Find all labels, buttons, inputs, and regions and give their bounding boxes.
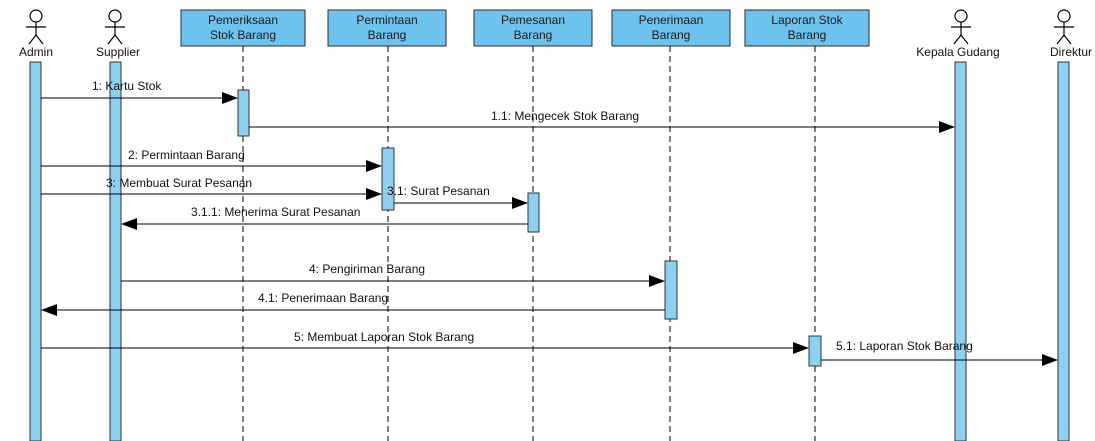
activation-pemeriksaan [237,89,250,137]
message-3-label: 3: Membuat Surat Pesanan [106,176,252,190]
activation-laporan [808,335,822,367]
actor-supplier-stick-figure-icon [105,9,125,45]
object-penerimaan-label-line2: Barang [652,28,691,42]
object-laporan-label-line1: Laporan Stok [771,13,843,27]
object-pemesanan-barang: Pemesanan Barang [473,9,593,441]
message-3-1-1-menerima-surat-pesanan: 3.1.1: Menerima Surat Pesanan [121,205,528,230]
object-permintaan-label-line1: Permintaan [356,13,417,27]
message-3-1-1-label: 3.1.1: Menerima Surat Pesanan [191,205,360,219]
message-5-1-laporan-stok-barang: 5.1: Laporan Stok Barang [821,339,1058,366]
message-4-arrowhead-icon [649,275,665,287]
message-2-permintaan-barang: 2: Permintaan Barang [41,148,382,172]
object-penerimaan-box [611,9,731,47]
message-3-1-arrowhead-icon [512,197,528,209]
actor-supplier: Supplier [96,9,140,441]
actor-kepala-gudang-stick-figure-icon [951,9,971,45]
actor-admin-label: Admin [19,45,53,59]
message-3-1-label: 3.1: Surat Pesanan [387,184,490,198]
actor-admin-stick-figure-icon [26,9,46,45]
message-4-label: 4: Pengiriman Barang [309,262,425,276]
message-1-kartu-stok: 1: Kartu Stok [41,79,238,104]
message-5-arrowhead-icon [793,342,809,354]
object-penerimaan-label-line1: Penerimaan [639,13,704,27]
actor-kepala-gudang-lifeline [954,61,967,441]
message-2-label: 2: Permintaan Barang [128,148,245,162]
object-pemeriksaan-label-line2: Stok Barang [210,28,276,42]
message-5-membuat-laporan-stok-barang: 5: Membuat Laporan Stok Barang [41,330,809,354]
object-laporan-label-line2: Barang [788,28,827,42]
object-laporan-stok-barang: Laporan Stok Barang [744,9,870,441]
object-laporan-box [744,9,870,47]
message-3-1-1-arrowhead-icon [121,218,137,230]
message-1-label: 1: Kartu Stok [92,79,162,93]
actor-kepala-gudang: Kepala Gudang [916,9,1000,441]
actor-kepala-gudang-label: Kepala Gudang [916,45,999,59]
activation-permintaan [381,147,395,211]
message-1-1-label: 1.1: Mengecek Stok Barang [491,109,639,123]
message-4-1-label: 4.1: Penerimaan Barang [258,291,388,305]
message-3-1-surat-pesanan: 3.1: Surat Pesanan [387,184,528,209]
activation-penerimaan [664,260,678,320]
actor-direktur-stick-figure-icon [1054,9,1074,45]
message-5-1-arrowhead-icon [1042,354,1058,366]
actor-direktur: Direktur [1050,9,1092,441]
message-1-1-mengecek-stok-barang: 1.1: Mengecek Stok Barang [249,109,955,133]
message-4-1-arrowhead-icon [41,304,57,316]
actor-admin: Admin [19,9,53,441]
object-permintaan-label-line2: Barang [368,28,407,42]
message-4-pengiriman-barang: 4: Pengiriman Barang [121,262,665,287]
message-2-arrowhead-icon [366,160,382,172]
actor-direktur-lifeline [1057,61,1070,441]
message-1-arrowhead-icon [222,92,238,104]
actor-supplier-label: Supplier [96,45,140,59]
actor-admin-lifeline [29,61,42,441]
object-pemeriksaan-label-line1: Pemeriksaan [208,13,278,27]
object-pemeriksaan-stok-barang: Pemeriksaan Stok Barang [180,9,306,441]
message-5-label: 5: Membuat Laporan Stok Barang [294,330,474,344]
message-3-arrowhead-icon [366,188,382,200]
object-permintaan-barang: Permintaan Barang [327,9,447,441]
message-3-membuat-surat-pesanan: 3: Membuat Surat Pesanan [41,176,382,200]
object-permintaan-box [327,9,447,47]
object-pemesanan-label-line1: Pemesanan [501,13,565,27]
object-pemesanan-box [473,9,593,47]
actor-direktur-label: Direktur [1050,45,1092,59]
object-pemesanan-label-line2: Barang [514,28,553,42]
activation-pemesanan [527,192,540,233]
message-4-1-penerimaan-barang: 4.1: Penerimaan Barang [41,291,665,316]
actor-supplier-lifeline [109,61,122,441]
message-5-1-label: 5.1: Laporan Stok Barang [836,339,973,353]
message-1-1-arrowhead-icon [939,121,955,133]
object-pemeriksaan-box [180,9,306,47]
object-penerimaan-barang: Penerimaan Barang [611,9,731,441]
